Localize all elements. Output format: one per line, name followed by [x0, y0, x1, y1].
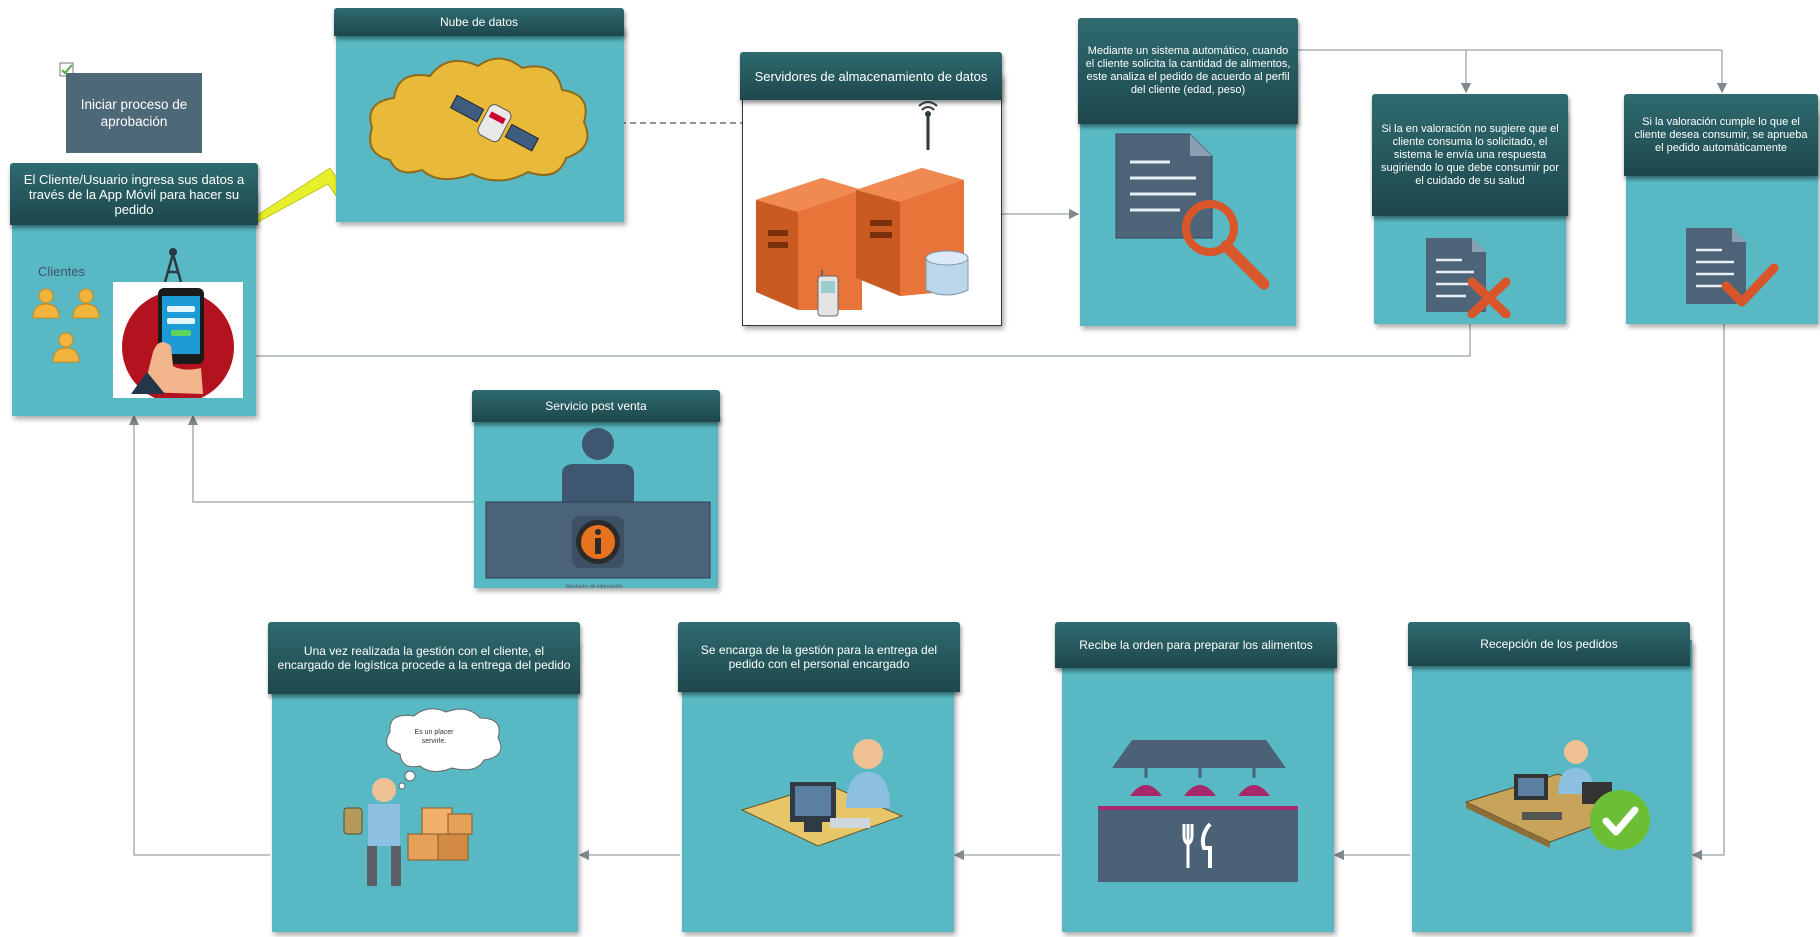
- gestion-title: Se encarga de la gestión para la entrega…: [700, 643, 938, 671]
- cocina-header: Recibe la orden para preparar los alimen…: [1055, 622, 1337, 668]
- antenna-icon: [918, 101, 938, 150]
- check-icon: [1590, 790, 1650, 850]
- database-icon: [925, 250, 969, 296]
- speech-bubble: [386, 708, 502, 790]
- clientes-label: Clientes: [38, 264, 85, 279]
- office-worker-icon: [740, 739, 904, 847]
- sistema-header: Mediante un sistema automático, cuando e…: [1078, 18, 1298, 124]
- cliente-title: El Cliente/Usuario ingresa sus datos a t…: [23, 171, 245, 217]
- mobile-app-icon: [113, 282, 243, 403]
- cutlery-icon: [1182, 822, 1212, 868]
- info-icon: [572, 516, 624, 568]
- nube-title: Nube de datos: [439, 15, 519, 29]
- antenna-icon: [163, 248, 183, 283]
- aprobado-header: Si la valoración cumple lo que el client…: [1624, 94, 1818, 176]
- cliente-header: El Cliente/Usuario ingresa sus datos a t…: [10, 163, 258, 225]
- user-group-icon: [32, 288, 100, 363]
- checkbox-icon: [59, 62, 74, 77]
- gestion-header: Se encarga de la gestión para la entrega…: [678, 622, 960, 692]
- delivery-person-icon: [343, 778, 401, 886]
- boxes-icon: [407, 807, 473, 861]
- document-approve-icon: [1686, 228, 1779, 307]
- recepcion-header: Recepción de los pedidos: [1408, 622, 1690, 666]
- satellite-icon: [449, 94, 540, 152]
- rechazo-header: Si la en valoración no sugiere que el cl…: [1372, 94, 1568, 216]
- rechazo-title: Si la en valoración no sugiere que el cl…: [1381, 122, 1559, 187]
- servidores-header: Servidores de almacenamiento de datos: [740, 52, 1002, 100]
- aprobado-title: Si la valoración cumple lo que el client…: [1634, 115, 1808, 154]
- connector-entrega-cliente: [128, 414, 270, 856]
- connector-aprobado-recepcion: [1691, 322, 1725, 861]
- phone-icon: [817, 270, 839, 317]
- entrega-bubble-text: Es un placer servirle.: [414, 729, 454, 745]
- kitchen-counter: [1098, 806, 1298, 882]
- connector-rechazo-cliente: [242, 322, 1471, 362]
- nube-header: Nube de datos: [334, 8, 624, 36]
- connector-postventa-cliente: [187, 414, 484, 503]
- entrega-header: Una vez realizada la gestión con el clie…: [268, 622, 580, 694]
- postventa-header: Servicio post venta: [472, 390, 720, 422]
- recepcion-title: Recepción de los pedidos: [1480, 637, 1618, 651]
- postventa-title: Servicio post venta: [545, 399, 647, 413]
- kitchen-lamp-icon: [1112, 740, 1286, 796]
- servidores-title: Servidores de almacenamiento de datos: [754, 68, 988, 84]
- cocina-title: Recibe la orden para preparar los alimen…: [1079, 638, 1313, 652]
- document-reject-icon: [1426, 238, 1511, 318]
- postventa-caption: Mostrador de información: [566, 584, 623, 590]
- start-label: Iniciar proceso de aprobación: [80, 97, 188, 129]
- sistema-title: Mediante un sistema automático, cuando e…: [1085, 45, 1291, 96]
- entrega-title: Una vez realizada la gestión con el clie…: [277, 644, 571, 672]
- start-node: Iniciar proceso de aprobación: [66, 73, 202, 153]
- document-search-icon: [1115, 133, 1270, 290]
